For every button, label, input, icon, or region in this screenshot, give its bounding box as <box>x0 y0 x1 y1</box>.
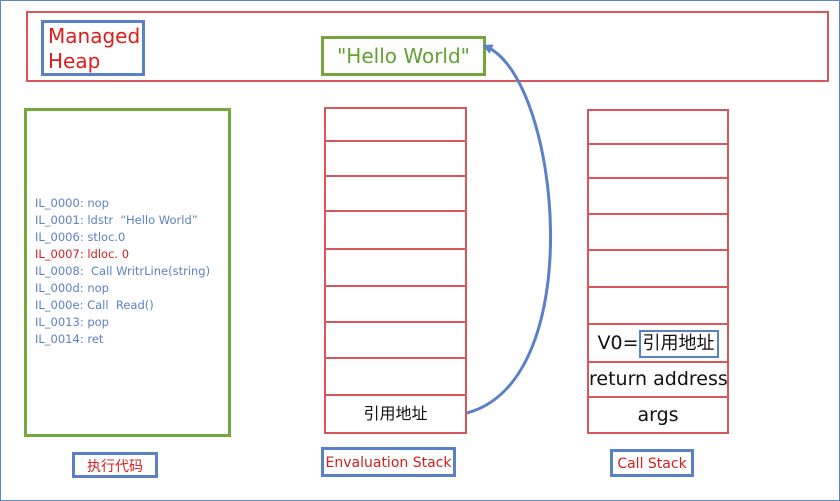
call-stack-slot <box>589 213 727 249</box>
evaluation-stack-slot <box>326 175 465 210</box>
call-stack-slot <box>589 286 727 323</box>
evaluation-stack-slot <box>326 210 465 248</box>
il-line: IL_0014: ret <box>35 332 104 346</box>
evaluation-stack-slot <box>326 140 465 175</box>
call-stack-slot <box>589 177 727 213</box>
call-stack-caption: Call Stack <box>610 449 694 477</box>
evaluation-stack-slot <box>326 357 465 394</box>
return-address-entry: return address <box>589 368 728 390</box>
il-line: IL_0008: Call WritrLine(string) <box>35 264 211 278</box>
v0-reference-address: 引用地址 <box>638 330 719 358</box>
evaluation-stack-slot <box>326 285 465 321</box>
managed-heap-label: Managed Heap <box>41 20 145 76</box>
code-panel <box>24 108 231 437</box>
managed-heap-region <box>26 11 829 82</box>
evaluation-stack-slot <box>326 321 465 357</box>
il-line: IL_0013: pop <box>35 315 109 329</box>
evaluation-stack-slot <box>326 248 465 285</box>
args-entry: args <box>637 404 679 426</box>
il-line: IL_0001: ldstr “Hello World” <box>35 213 198 227</box>
call-stack-slot: V0=引用地址 <box>589 323 727 361</box>
call-stack: V0=引用地址 return address args <box>587 109 729 434</box>
call-stack-slot <box>589 143 727 177</box>
reference-address-entry: 引用地址 <box>363 404 428 423</box>
call-stack-slot: args <box>589 396 727 432</box>
il-line: IL_000d: nop <box>35 281 109 295</box>
reference-arrow-path <box>466 44 553 415</box>
code-caption: 执行代码 <box>72 452 158 478</box>
local-v0-entry: V0=引用地址 <box>597 330 719 358</box>
call-stack-slot: return address <box>589 361 728 396</box>
il-line: IL_000e: Call Read() <box>35 298 154 312</box>
hello-world-object: "Hello World" <box>321 36 486 76</box>
il-line-current: IL_0007: ldloc. 0 <box>35 247 130 261</box>
evaluation-stack: 引用地址 <box>324 107 467 434</box>
evaluation-stack-caption: Envaluation Stack <box>321 447 456 477</box>
v0-prefix: V0= <box>597 332 639 354</box>
il-line: IL_0000: nop <box>35 196 109 210</box>
il-line: IL_0006: stloc.0 <box>35 230 126 244</box>
call-stack-slot <box>589 249 727 286</box>
evaluation-stack-slot: 引用地址 <box>326 394 465 432</box>
